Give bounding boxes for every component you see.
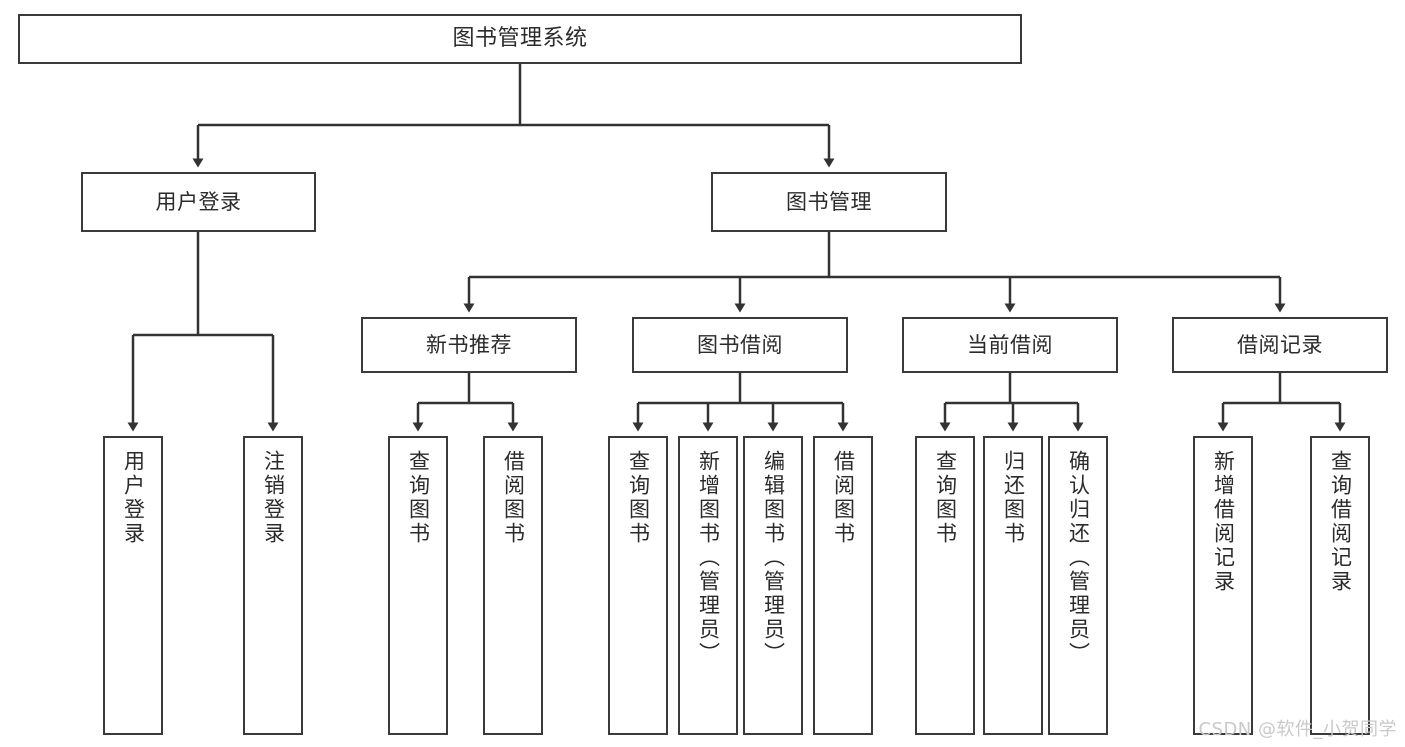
node-label: 新增借阅记录 <box>1211 450 1236 594</box>
node-label: 图书管理 <box>786 189 872 214</box>
node-label: 借阅图书 <box>831 450 856 546</box>
leaf-current-confirm-return-admin[interactable]: 确认归还（管理员） <box>1048 436 1108 735</box>
leaf-current-return-book[interactable]: 归还图书 <box>983 436 1043 735</box>
leaf-borrow-query-book[interactable]: 查询图书 <box>608 436 668 735</box>
node-label: 用户登录 <box>121 450 146 546</box>
node-new-book-recommend[interactable]: 新书推荐 <box>361 317 577 373</box>
leaf-record-query-record[interactable]: 查询借阅记录 <box>1310 436 1370 735</box>
leaf-user-login-signout[interactable]: 注销登录 <box>243 436 303 735</box>
leaf-recommend-borrow-book[interactable]: 借阅图书 <box>483 436 543 735</box>
node-label: 新书推荐 <box>426 332 512 357</box>
node-label: 归还图书 <box>1001 450 1026 546</box>
csdn-watermark: CSDN @软件_小贺同学 <box>1198 719 1397 740</box>
node-label: 确认归还（管理员） <box>1066 450 1091 666</box>
node-label: 图书借阅 <box>697 332 783 357</box>
node-label: 借阅图书 <box>501 450 526 546</box>
leaf-borrow-edit-book-admin[interactable]: 编辑图书（管理员） <box>743 436 803 735</box>
node-current-borrow[interactable]: 当前借阅 <box>902 317 1118 373</box>
node-label: 查询图书 <box>933 450 958 546</box>
node-label: 图书管理系统 <box>452 26 588 52</box>
node-label: 查询图书 <box>406 450 431 546</box>
node-label: 借阅记录 <box>1237 332 1323 357</box>
node-user-login[interactable]: 用户登录 <box>81 172 316 232</box>
node-label: 用户登录 <box>155 189 242 214</box>
node-label: 查询借阅记录 <box>1328 450 1353 594</box>
leaf-recommend-query-book[interactable]: 查询图书 <box>388 436 448 735</box>
leaf-borrow-borrow-book[interactable]: 借阅图书 <box>813 436 873 735</box>
leaf-record-add-record[interactable]: 新增借阅记录 <box>1193 436 1253 735</box>
leaf-current-query-book[interactable]: 查询图书 <box>915 436 975 735</box>
leaf-borrow-add-book-admin[interactable]: 新增图书（管理员） <box>678 436 738 735</box>
node-label: 新增图书（管理员） <box>696 450 721 666</box>
node-label: 当前借阅 <box>967 332 1053 357</box>
node-book-management[interactable]: 图书管理 <box>711 172 947 232</box>
node-root-system[interactable]: 图书管理系统 <box>18 14 1022 64</box>
node-label: 查询图书 <box>626 450 651 546</box>
node-borrow-record[interactable]: 借阅记录 <box>1172 317 1388 373</box>
leaf-user-login-signin[interactable]: 用户登录 <box>103 436 163 735</box>
node-label: 编辑图书（管理员） <box>761 450 786 666</box>
node-book-borrow[interactable]: 图书借阅 <box>632 317 848 373</box>
node-label: 注销登录 <box>261 450 286 546</box>
